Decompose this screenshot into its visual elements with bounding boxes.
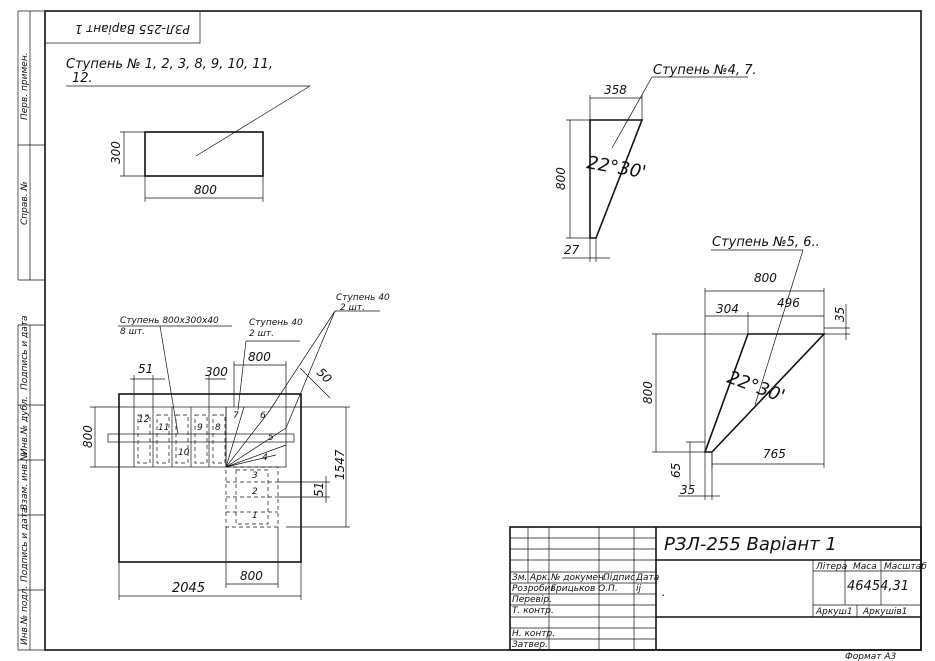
step-b-top: 358: [604, 83, 627, 97]
tb-sheet: Аркуш1: [815, 607, 853, 617]
strip-label-6: Подпись и дата: [20, 507, 30, 582]
plan-num-11: 11: [158, 423, 169, 433]
tb-mass-label: Маса: [853, 562, 877, 572]
tb-sign: Підпис: [603, 573, 635, 583]
tb-ark: Арк.: [529, 573, 550, 583]
plan-num-8: 8: [215, 423, 221, 433]
plan-d300: 300: [205, 365, 228, 379]
plan-callout3: Ступень 40: [336, 293, 390, 303]
plan-num-12: 12: [138, 415, 150, 425]
tb-dot: .: [662, 586, 666, 599]
mirrored-stamp: РЗЛ-255 Варіант 1: [44, 10, 201, 44]
tb-sheets: Аркушів1: [862, 607, 907, 617]
tb-developed: Розробив: [512, 584, 556, 594]
plan-callout2: Ступень 40: [249, 318, 303, 328]
tb-developer-sign: ij: [636, 584, 642, 594]
plan-d800left: 800: [81, 425, 95, 448]
strip-label-7: Инв.№ подл.: [20, 586, 30, 645]
plan-num-9: 9: [197, 423, 203, 433]
tb-format: Формат А3: [845, 652, 897, 661]
side-strip: Перв. примен. Справ. № Подпись и дата Ин…: [17, 10, 45, 651]
title: РЗЛ-255 Варіант 1: [664, 534, 837, 555]
step-c-left: 304: [716, 302, 739, 316]
plan-num-6: 6: [260, 411, 266, 421]
step-c-height: 800: [641, 381, 655, 404]
tb-litera-label: Літера: [815, 562, 847, 572]
plan-d1547: 1547: [333, 449, 347, 480]
step-c-low2: 35: [680, 483, 695, 497]
plan-num-2: 2: [252, 487, 258, 497]
plan-outline: [118, 393, 302, 563]
step-b-label: Ступень №4, 7.: [653, 63, 757, 78]
step-c-label: Ступень №5, 6..: [712, 235, 820, 250]
mirrored-stamp-text: РЗЛ-255 Варіант 1: [75, 22, 190, 36]
step-a-label2: 12.: [72, 71, 93, 86]
step-a-height: 300: [109, 141, 123, 164]
plan-d51: 51: [138, 362, 153, 376]
tb-approved: Затвер.: [512, 640, 548, 650]
step-b-height: 800: [554, 167, 568, 190]
tb-mass: 46454,31: [847, 579, 909, 594]
step-c-right: 35: [833, 307, 847, 322]
plan-num-4: 4: [262, 453, 268, 463]
step-b-bottom: 27: [564, 243, 580, 257]
plan-num-7: 7: [233, 411, 239, 421]
tb-doc: № докумен.: [550, 573, 607, 583]
step-a-view: Ступень № 1, 2, 3, 8, 9, 10, 11, 12. 800…: [66, 57, 311, 202]
step-a-width: 800: [194, 183, 217, 197]
plan-d800bottom: 800: [240, 569, 263, 583]
plan-d800top: 800: [248, 350, 271, 364]
step-c-mid: 496: [777, 296, 800, 310]
strip-label-4: Инв.№ дубл.: [20, 396, 30, 455]
tb-scale-label: Масштаб: [884, 562, 927, 572]
step-b-view: Ступень №4, 7. 358 800 27 22°30': [554, 63, 757, 262]
tb-date: Дата: [635, 573, 659, 583]
tb-zm: Зм.: [512, 573, 527, 583]
plan-view: Ступень 800x300x40 8 шт. Ступень 40 2 шт…: [81, 293, 390, 600]
tb-tcontrol: Т. контр.: [512, 606, 554, 616]
plan-d51b: 51: [312, 482, 326, 497]
tb-ncontrol: Н. контр.: [512, 629, 555, 639]
title-block: РЗЛ-255 Варіант 1 Зм. Арк. № докумен. Пі…: [509, 526, 927, 661]
step-a-label: Ступень № 1, 2, 3, 8, 9, 10, 11,: [66, 57, 273, 72]
step-c-low: 65: [669, 463, 683, 478]
plan-d2045: 2045: [172, 581, 205, 596]
step-c-view: Ступень №5, 6.. 800 304 496 35 800 765 6…: [641, 235, 850, 500]
plan-num-3: 3: [252, 471, 258, 481]
strip-label-3: Подпись и дата: [20, 315, 30, 390]
sheet-frame: [44, 10, 922, 651]
plan-callout1b: 8 шт.: [120, 327, 145, 337]
plan-num-5: 5: [268, 433, 274, 443]
plan-d50: 50: [314, 365, 335, 386]
step-c-width: 800: [754, 271, 777, 285]
strip-label-2: Справ. №: [20, 181, 30, 225]
strip-label-1: Перв. примен.: [20, 52, 30, 120]
step-a-outline: [144, 131, 264, 177]
plan-num-10: 10: [178, 448, 190, 458]
plan-callout2b: 2 шт.: [249, 329, 274, 339]
step-b-angle: 22°30': [585, 152, 648, 183]
plan-callout1: Ступень 800x300x40: [120, 316, 219, 326]
strip-label-5: Взам. инв.№: [20, 452, 30, 510]
tb-checked: Перевір.: [512, 595, 552, 605]
step-c-bottom: 765: [763, 447, 786, 461]
tb-developer: Грицьков О.П.: [551, 584, 618, 594]
plan-num-1: 1: [252, 511, 258, 521]
plan-callout3b: 2 шт.: [340, 303, 365, 313]
